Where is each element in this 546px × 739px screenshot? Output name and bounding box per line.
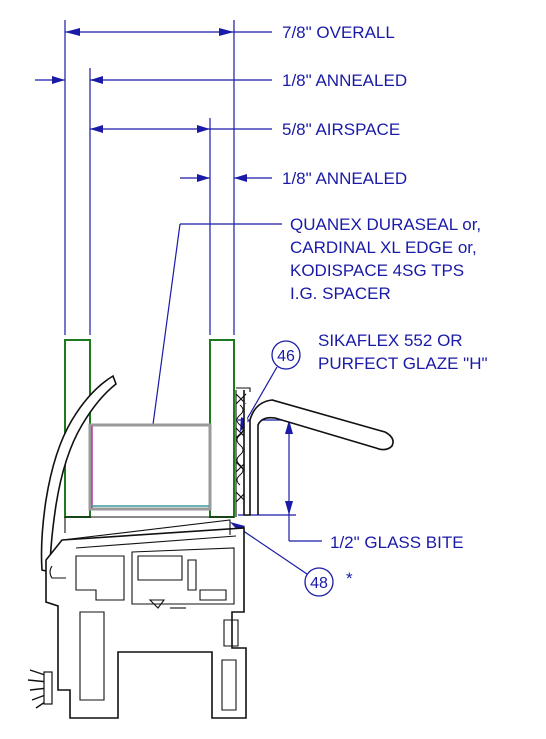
asterisk-note: *	[346, 569, 353, 588]
callout-glazing-bead: 48 *	[230, 522, 353, 597]
dim-airspace: 5/8" AIRSPACE	[90, 120, 400, 139]
interior-stop	[236, 387, 394, 516]
tag-48: 48	[310, 575, 328, 592]
ig-spacer	[88, 423, 212, 511]
label-airspace: 5/8" AIRSPACE	[282, 120, 400, 139]
label-spacer-2: CARDINAL XL EDGE or,	[290, 238, 477, 257]
weatherstrip-pile	[27, 669, 53, 709]
dim-outer-lite: 1/8" ANNEALED	[35, 71, 407, 90]
label-glass-bite: 1/2" GLASS BITE	[330, 533, 464, 552]
label-spacer-1: QUANEX DURASEAL or,	[290, 215, 481, 234]
sealant-bead	[235, 390, 247, 517]
callout-sealant: 46 SIKAFLEX 552 OR PURFECT GLAZE "H"	[240, 331, 488, 432]
frame-extrusion	[45, 519, 247, 719]
tag-46: 46	[277, 348, 295, 365]
label-spacer-3: KODISPACE 4SG TPS	[290, 261, 464, 280]
label-sealant-1: SIKAFLEX 552 OR	[318, 331, 463, 350]
label-outer-lite: 1/8" ANNEALED	[282, 71, 407, 90]
label-overall: 7/8" OVERALL	[282, 23, 395, 42]
label-sealant-2: PURFECT GLAZE "H"	[318, 354, 488, 373]
dim-overall: 7/8" OVERALL	[65, 23, 395, 42]
label-spacer-4: I.G. SPACER	[290, 284, 391, 303]
label-inner-lite: 1/8" ANNEALED	[282, 169, 407, 188]
dim-inner-lite: 1/8" ANNEALED	[180, 169, 407, 188]
dim-glass-bite: 1/2" GLASS BITE	[238, 419, 464, 552]
glass-seat	[64, 516, 234, 533]
